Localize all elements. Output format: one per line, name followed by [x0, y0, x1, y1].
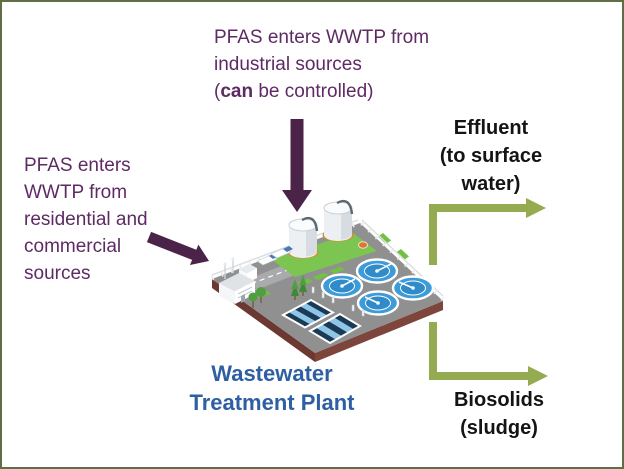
basin-posts — [311, 286, 365, 317]
industrial-line3-rest: be controlled) — [253, 81, 374, 102]
clarifier — [320, 273, 364, 299]
industrial-line3-open: ( — [214, 81, 221, 102]
industrial-arrow-icon — [282, 119, 312, 212]
aeration-basins — [280, 286, 365, 345]
basin-group — [280, 298, 336, 329]
biosolids-label-line1: Biosolids — [453, 389, 544, 411]
platform — [212, 223, 443, 362]
biosolids-elbow-line — [429, 322, 530, 380]
industrial-line3-bold: can — [220, 81, 254, 102]
effluent-arrowhead-icon — [526, 198, 546, 218]
clarifier — [355, 258, 399, 284]
industrial-label-line3: (can be controlled) — [214, 78, 429, 105]
fence — [211, 219, 445, 301]
residential-label-line2: WWTP from — [24, 182, 128, 203]
plant-caption: Wastewater Treatment Plant — [162, 359, 382, 417]
residential-label-line1: PFAS enters — [24, 155, 131, 176]
biosolids-arrowhead-icon — [528, 366, 548, 386]
biosolids-arrow-icon — [429, 322, 548, 386]
pump-structure — [358, 241, 368, 249]
trees — [248, 275, 307, 308]
down-arrow-icon — [282, 119, 312, 212]
diagonal-arrow-icon — [146, 231, 209, 265]
grass-patches — [255, 233, 409, 298]
effluent-label-line2: (to surface — [439, 145, 543, 167]
industrial-sources-label: PFAS enters WWTP from industrial sources… — [214, 24, 429, 105]
residential-arrow-icon — [146, 231, 209, 265]
residential-label-line3: residential and — [24, 209, 148, 230]
residential-sources-label: PFAS enters WWTP from residential and co… — [24, 152, 148, 287]
clarifier — [391, 275, 435, 301]
buildings — [219, 257, 257, 304]
basin-group — [308, 312, 362, 345]
clarifier-tanks — [320, 258, 435, 316]
storage-tanks — [287, 199, 354, 259]
effluent-arrow-icon — [429, 198, 546, 265]
vehicles — [256, 246, 293, 266]
effluent-label-line3: water) — [461, 173, 521, 195]
plant-caption-line1: Wastewater — [211, 361, 333, 386]
effluent-label: Effluent (to surface water) — [415, 114, 567, 198]
road — [233, 252, 333, 293]
industrial-label-line1: PFAS enters WWTP from — [214, 27, 430, 48]
clarifier — [356, 290, 400, 316]
biosolids-label-line2: (sludge) — [460, 417, 538, 439]
residential-label-line4: commercial — [24, 236, 122, 257]
biosolids-label: Biosolids (sludge) — [420, 386, 578, 442]
effluent-label-line1: Effluent — [453, 117, 529, 139]
plant-caption-line2: Treatment Plant — [189, 390, 355, 415]
wwtp-illustration — [211, 199, 445, 362]
effluent-elbow-line — [429, 204, 528, 265]
residential-label-line5: sources — [24, 263, 91, 284]
industrial-label-line2: industrial sources — [214, 54, 362, 75]
